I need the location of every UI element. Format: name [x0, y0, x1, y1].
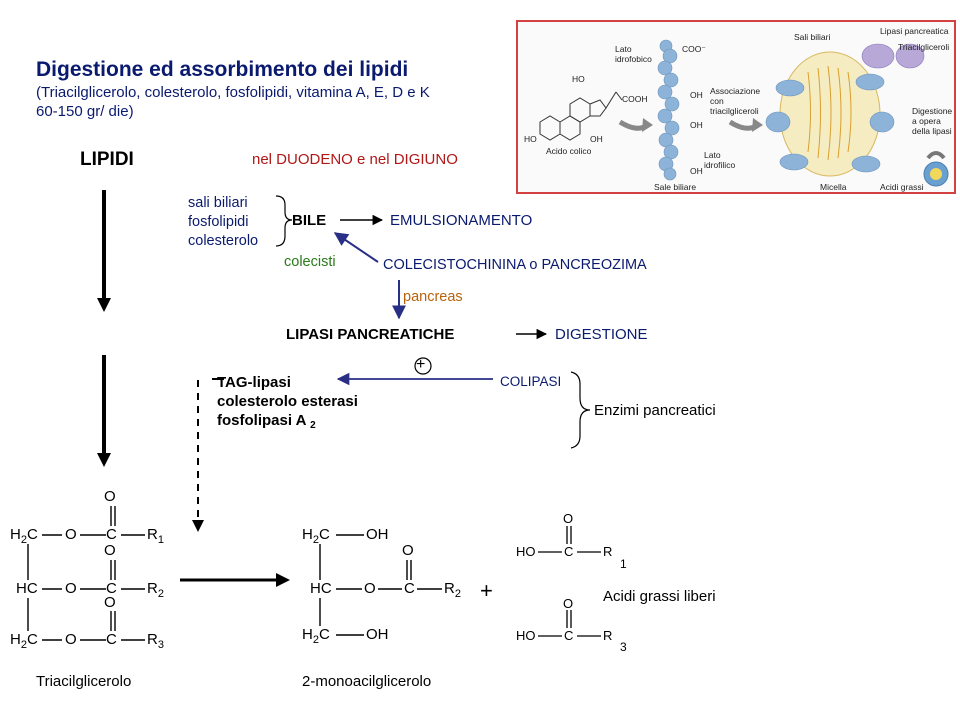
reaction-plus: +: [480, 578, 493, 603]
mag-h2c-3: H2C: [302, 626, 330, 646]
mag-r2: R2: [444, 580, 461, 600]
plus-sign: +: [416, 356, 426, 373]
tag-carbonyl-o1: O: [104, 488, 116, 505]
fig-digestione-3: della lipasi: [912, 126, 952, 136]
fig-acidi-grassi: Acidi grassi: [880, 182, 924, 192]
mag-h2c-1: H2C: [302, 526, 330, 546]
tag-carbonyl-o3: O: [104, 594, 116, 611]
tag-c2: C: [106, 580, 117, 597]
fig-micella: Micella: [820, 182, 847, 192]
fig-associazione-3: triacilgliceroli: [710, 106, 759, 116]
monoacil-bonds: [319, 534, 442, 636]
fa3-r: R: [603, 628, 613, 643]
fig-sale-biliare: Sale biliare: [654, 182, 697, 192]
fa3-sub: 3: [620, 640, 627, 654]
bile-component-fosfolipidi: fosfolipidi: [188, 214, 249, 230]
fa3-c: C: [564, 628, 574, 643]
triacilglicerolo-bonds: [27, 506, 145, 641]
fig-cooh: COOH: [622, 94, 648, 104]
colecisti-label: colecisti: [284, 254, 336, 270]
fig-oh-3: OH: [690, 120, 703, 130]
mag-o: O: [364, 580, 376, 597]
fa1-sub: 1: [620, 557, 627, 571]
pancreas-label: pancreas: [403, 289, 463, 305]
bile-salt-figure: Lato idrofobico COO⁻ COOH HO HO OH OH OH…: [516, 20, 956, 194]
fig-triacilgliceroli: Triacilgliceroli: [898, 42, 950, 52]
tag-o3: O: [65, 631, 77, 648]
fig-lato-idrofilico-1: Lato: [704, 150, 721, 160]
fig-coo-1: COO⁻: [682, 44, 706, 54]
mag-oh-3: OH: [366, 626, 389, 643]
fig-lipasi-pancreatica: Lipasi pancreatica: [880, 26, 949, 36]
fig-lato-idrofobico-1: Lato: [615, 44, 632, 54]
fig-oh-1: OH: [590, 134, 603, 144]
fatty-acid-bonds: [538, 526, 601, 637]
bile-component-colesterolo: colesterolo: [188, 233, 259, 249]
fa3-ho: HO: [516, 628, 536, 643]
fig-lato-idrofobico-2: idrofobico: [615, 54, 652, 64]
enzyme-colesterolo-esterasi: colesterolo esterasi: [217, 393, 358, 410]
fa1-ho: HO: [516, 544, 536, 559]
tag-hc: HC: [16, 580, 38, 597]
bile-label: BILE: [292, 212, 327, 229]
mag-carbonyl-o: O: [402, 542, 414, 559]
fig-ho-2: HO: [524, 134, 537, 144]
tag-c3: C: [106, 631, 117, 648]
fa1-c: C: [564, 544, 574, 559]
fig-digestione-1: Digestione: [912, 106, 953, 116]
fig-associazione-2: con: [710, 96, 724, 106]
fa1-r: R: [603, 544, 613, 559]
fa3-o: O: [563, 596, 574, 611]
enzimi-pancreatici-label: Enzimi pancreatici: [594, 402, 716, 419]
location-label: nel DUODENO e nel DIGIUNO: [252, 151, 458, 168]
mag-hc: HC: [310, 580, 332, 597]
tag-r3: R3: [147, 631, 164, 651]
monoacil-label: 2-monoacilglicerolo: [302, 673, 432, 690]
tag-o1: O: [65, 526, 77, 543]
tag-h2c-1: H2C: [10, 526, 38, 546]
bile-brace: [275, 195, 293, 247]
mag-oh-1: OH: [366, 526, 389, 543]
fig-lato-idrofilico-2: idrofilico: [704, 160, 736, 170]
enzyme-tag-lipasi: TAG-lipasi: [217, 374, 291, 391]
tag-r1: R1: [147, 526, 164, 546]
colipasi-label: COLIPASI: [500, 374, 562, 389]
page-title: Digestione ed assorbimento dei lipidi: [36, 58, 409, 81]
figure-drawing: [539, 39, 949, 187]
fig-associazione-1: Associazione: [710, 86, 761, 96]
subtitle-line-2: 60-150 gr/ die): [36, 103, 134, 120]
tag-c1: C: [106, 526, 117, 543]
fig-sali-biliari: Sali biliari: [794, 32, 831, 42]
mag-c: C: [404, 580, 415, 597]
subtitle-line-1: (Triacilglicerolo, colesterolo, fosfolip…: [36, 84, 430, 101]
tag-o2: O: [65, 580, 77, 597]
tag-h2c-3: H2C: [10, 631, 38, 651]
lipidi-label: LIPIDI: [80, 149, 134, 170]
tag-carbonyl-o2: O: [104, 542, 116, 559]
fig-oh-2: OH: [690, 90, 703, 100]
emulsionamento-label: EMULSIONAMENTO: [390, 212, 533, 229]
enzyme-fosfolipasi: fosfolipasi A 2: [217, 412, 316, 431]
fig-ho-1: HO: [572, 74, 585, 84]
digestione-label: DIGESTIONE: [555, 326, 648, 343]
fig-oh-4: OH: [690, 166, 703, 176]
fig-acido-colico: Acido colico: [546, 146, 592, 156]
enzimi-brace: [570, 371, 591, 449]
tag-r2: R2: [147, 580, 164, 600]
lipasi-pancreatiche-label: LIPASI PANCREATICHE: [286, 326, 455, 343]
fa1-o: O: [563, 511, 574, 526]
hormone-label: COLECISTOCHININA o PANCREOZIMA: [383, 257, 647, 273]
acidi-grassi-label: Acidi grassi liberi: [603, 588, 716, 605]
bile-component-sali: sali biliari: [188, 195, 248, 211]
fig-digestione-2: a opera: [912, 116, 941, 126]
triacilglicerolo-label: Triacilglicerolo: [36, 673, 132, 690]
